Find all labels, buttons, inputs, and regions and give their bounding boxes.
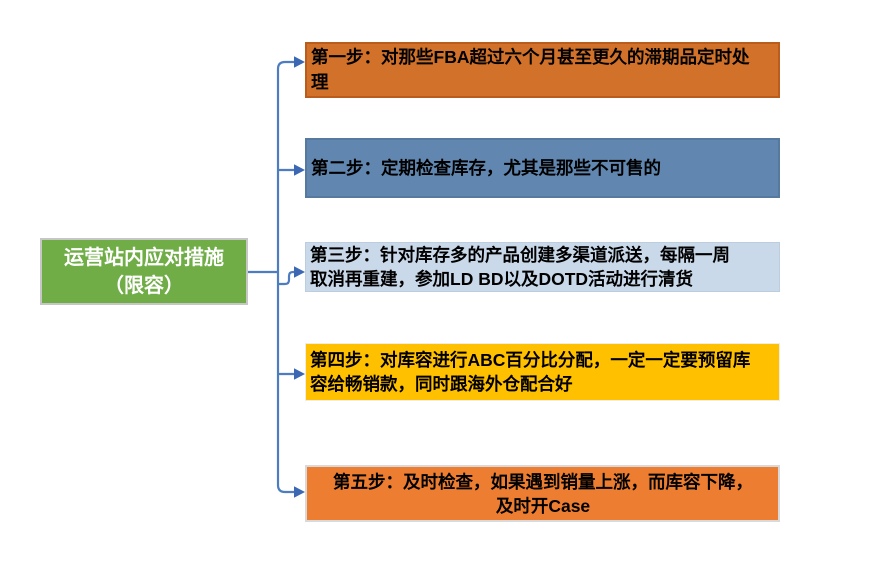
step-label: 第一步：对那些FBA超过六个月甚至更久的滞期品定时处 理	[311, 47, 750, 92]
arrowhead-icon	[294, 164, 305, 176]
step-node-3: 第三步：针对库存多的产品创建多渠道派送，每隔一周 取消再重建，参加LD BD以及…	[305, 242, 780, 292]
step-label: 第五步：及时检查，如果遇到销量上涨，而库容下降， 及时开Case	[333, 471, 753, 516]
step-node-2: 第二步：定期检查库存，尤其是那些不可售的	[305, 138, 780, 198]
root-node-label: 运营站内应对措施 （限容）	[64, 246, 224, 297]
step-node-1: 第一步：对那些FBA超过六个月甚至更久的滞期品定时处 理	[305, 42, 780, 98]
arrowhead-icon	[294, 266, 305, 278]
step-label: 第四步：对库容进行ABC百分比分配，一定一定要预留库 容给畅销款，同时跟海外仓配…	[310, 350, 751, 394]
trunk-line	[276, 60, 295, 494]
step-label: 第二步：定期检查库存，尤其是那些不可售的	[311, 158, 661, 178]
root-node: 运营站内应对措施 （限容）	[40, 238, 248, 305]
arrowhead-icon	[294, 368, 305, 380]
branch-line-step3	[278, 270, 295, 286]
step-node-5: 第五步：及时检查，如果遇到销量上涨，而库容下降， 及时开Case	[305, 465, 780, 522]
arrowhead-icon	[294, 56, 305, 68]
step-label: 第三步：针对库存多的产品创建多渠道派送，每隔一周 取消再重建，参加LD BD以及…	[310, 245, 730, 289]
step-node-4: 第四步：对库容进行ABC百分比分配，一定一定要预留库 容给畅销款，同时跟海外仓配…	[305, 343, 780, 401]
arrowhead-icon	[294, 486, 305, 498]
